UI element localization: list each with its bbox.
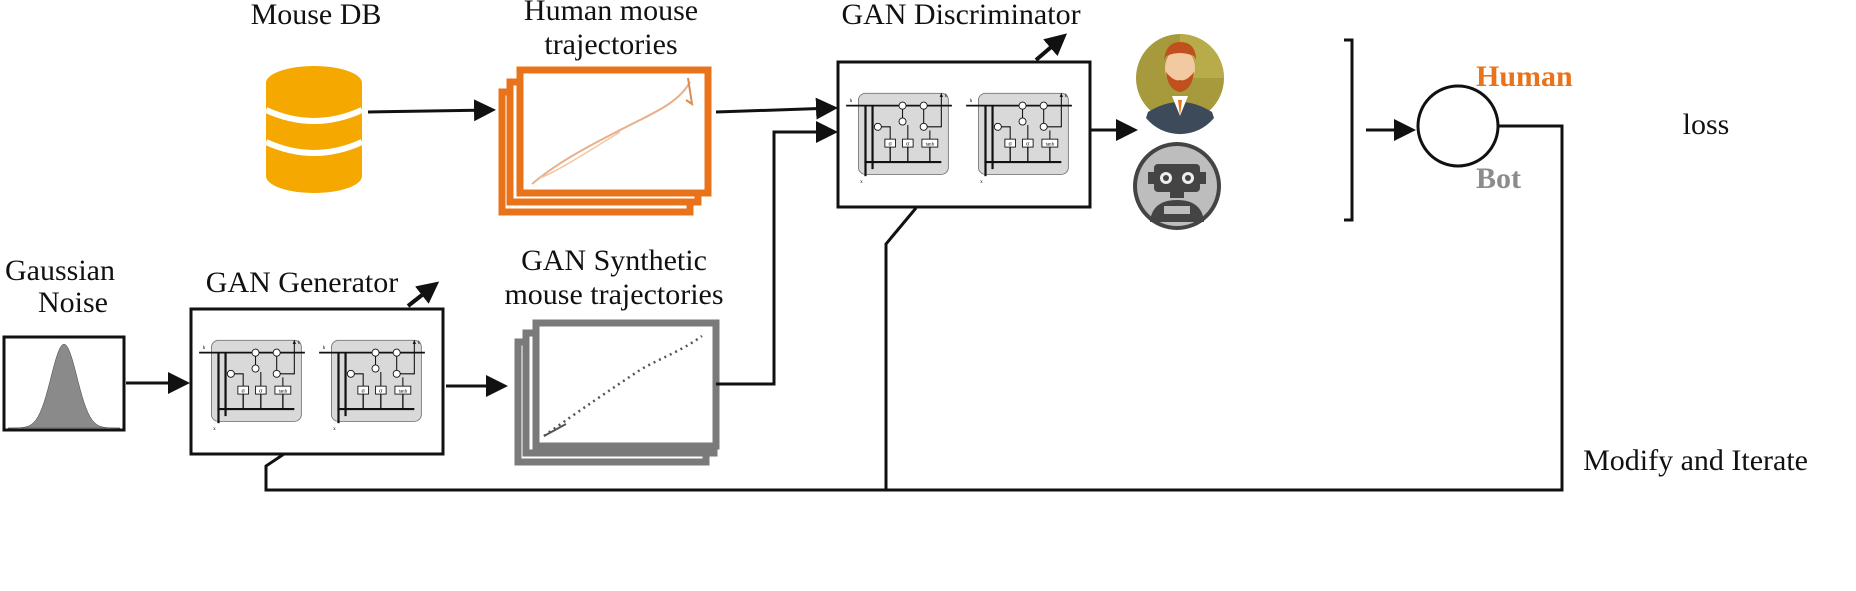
db-to-human-arrow bbox=[367, 99, 496, 122]
discriminator-lstm-cell-1 bbox=[846, 91, 952, 185]
human-trajectories-stack bbox=[498, 66, 712, 216]
discriminator-update-arrow bbox=[1034, 33, 1068, 62]
gaussian-noise-label-line2: Noise bbox=[38, 286, 108, 319]
generator-lstm-cell-1 bbox=[199, 338, 305, 432]
classification-bracket bbox=[1344, 38, 1354, 222]
gan-generator-label: GAN Generator bbox=[206, 266, 398, 299]
human-to-discriminator-arrow bbox=[715, 97, 838, 120]
database-icon bbox=[264, 66, 364, 193]
bot-label: Bot bbox=[1476, 162, 1521, 195]
synthetic-trajectories-label-line2: mouse trajectories bbox=[504, 278, 723, 311]
mouse-db-label: Mouse DB bbox=[251, 0, 382, 31]
loss-node bbox=[1416, 84, 1500, 168]
robot-icon bbox=[1133, 142, 1221, 230]
loss-feedback-to-generator-line bbox=[264, 124, 1564, 492]
human-trajectories-label-line2: trajectories bbox=[544, 28, 677, 61]
synthetic-to-discriminator-arrow bbox=[716, 121, 838, 386]
human-label: Human bbox=[1476, 60, 1573, 93]
gan-generator-box bbox=[189, 281, 445, 456]
loss-label: loss bbox=[1683, 108, 1730, 141]
generator-lstm-cell-2 bbox=[319, 338, 425, 432]
modify-iterate-label: Modify and Iterate bbox=[1583, 444, 1808, 477]
synthetic-trajectory-plot bbox=[532, 319, 720, 450]
connectors bbox=[126, 97, 1564, 492]
synthetic-trajectories-label-line1: GAN Synthetic bbox=[521, 244, 707, 277]
gaussian-noise-label-line1: Gaussian bbox=[5, 254, 115, 287]
human-avatar-icon bbox=[1136, 34, 1224, 135]
human-trajectories-label-line1: Human mouse bbox=[524, 0, 698, 27]
synthetic-trajectories-stack bbox=[514, 319, 720, 466]
gaussian-noise-histogram bbox=[2, 335, 126, 432]
discriminator-lstm-cell-2 bbox=[966, 91, 1072, 185]
gan-discriminator-box bbox=[836, 33, 1092, 209]
gan-discriminator-label: GAN Discriminator bbox=[841, 0, 1080, 31]
loss-feedback-to-discriminator-line bbox=[884, 207, 918, 490]
generator-update-arrow bbox=[406, 281, 440, 308]
